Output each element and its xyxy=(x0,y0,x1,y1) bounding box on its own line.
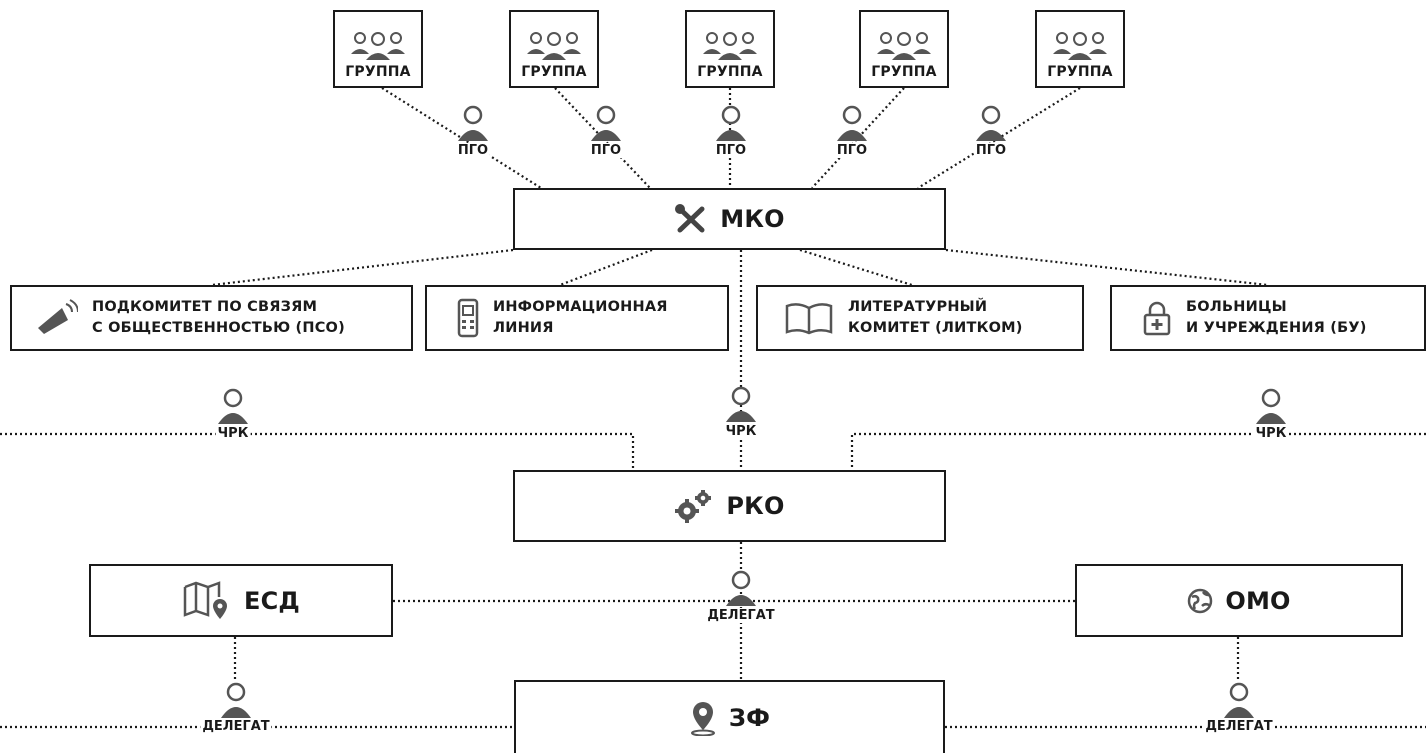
group-label: ГРУППА xyxy=(697,64,763,80)
subcommittee-line2: ЛИНИЯ xyxy=(493,320,554,336)
pgo-label: ПГО xyxy=(973,143,1009,158)
subcommittee-bu: БОЛЬНИЦЫ И УЧРЕЖДЕНИЯ (БУ) xyxy=(1110,285,1426,351)
delegate-label: ДЕЛЕГАТ xyxy=(705,608,777,623)
person-icon xyxy=(221,682,251,718)
megaphone-icon xyxy=(38,299,78,334)
omo-label: ОМО xyxy=(1225,586,1291,615)
subcommittee-litcom: ЛИТЕРАТУРНЫЙ КОМИТЕТ (ЛИТКОМ) xyxy=(756,285,1084,351)
map-icon xyxy=(183,580,227,619)
group-icon xyxy=(877,32,931,60)
pgo-label: ПГО xyxy=(588,143,624,158)
zf-label: ЗФ xyxy=(728,703,771,732)
group-box-5: ГРУППА xyxy=(1035,10,1125,88)
esd-label: ЕСД xyxy=(244,586,300,615)
group-box-1: ГРУППА xyxy=(333,10,423,88)
rko-box: РКО xyxy=(513,470,946,542)
person-icon xyxy=(837,105,867,141)
pgo-label: ПГО xyxy=(834,143,870,158)
subcommittee-pso: ПОДКОМИТЕТ ПО СВЯЗЯМ С ОБЩЕСТВЕННОСТЬЮ (… xyxy=(10,285,413,351)
person-icon xyxy=(716,105,746,141)
delegate-label: ДЕЛЕГАТ xyxy=(1203,719,1275,734)
chrk-label: ЧРК xyxy=(1253,426,1289,441)
person-icon xyxy=(976,105,1006,141)
group-box-3: ГРУППА xyxy=(685,10,775,88)
chrk-label: ЧРК xyxy=(723,424,759,439)
group-label: ГРУППА xyxy=(871,64,937,80)
phone-icon xyxy=(457,298,479,338)
tools-icon xyxy=(675,204,705,233)
group-icon xyxy=(527,32,581,60)
person-icon xyxy=(591,105,621,141)
group-box-4: ГРУППА xyxy=(859,10,949,88)
zf-box: ЗФ xyxy=(514,680,945,753)
location-pin-icon xyxy=(690,701,715,736)
subcommittee-line1: ПОДКОМИТЕТ ПО СВЯЗЯМ xyxy=(92,299,318,315)
pgo-label: ПГО xyxy=(713,143,749,158)
subcommittee-line1: ЛИТЕРАТУРНЫЙ xyxy=(848,299,988,315)
group-label: ГРУППА xyxy=(1047,64,1113,80)
person-icon xyxy=(1256,388,1286,424)
mko-label: МКО xyxy=(720,205,785,233)
mko-box: МКО xyxy=(513,188,946,250)
group-icon xyxy=(351,32,405,60)
subcommittee-line2: С ОБЩЕСТВЕННОСТЬЮ (ПСО) xyxy=(92,320,345,336)
pgo-label: ПГО xyxy=(455,143,491,158)
subcommittee-line2: И УЧРЕЖДЕНИЯ (БУ) xyxy=(1186,320,1367,336)
group-box-2: ГРУППА xyxy=(509,10,599,88)
subcommittee-line1: БОЛЬНИЦЫ xyxy=(1186,299,1287,315)
chrk-label: ЧРК xyxy=(215,426,251,441)
gears-icon xyxy=(675,490,712,523)
book-icon xyxy=(785,303,833,335)
person-icon xyxy=(726,570,756,606)
medical-lock-icon xyxy=(1143,301,1171,336)
subcommittee-info-line: ИНФОРМАЦИОННАЯ ЛИНИЯ xyxy=(425,285,729,351)
group-icon xyxy=(703,32,757,60)
subcommittee-line1: ИНФОРМАЦИОННАЯ xyxy=(493,299,668,315)
group-label: ГРУППА xyxy=(345,64,411,80)
group-icon xyxy=(1053,32,1107,60)
esd-box: ЕСД xyxy=(89,564,393,637)
person-icon xyxy=(458,105,488,141)
delegate-label: ДЕЛЕГАТ xyxy=(200,719,272,734)
rko-label: РКО xyxy=(726,492,785,520)
omo-box: ОМО xyxy=(1075,564,1403,637)
subcommittee-line2: КОМИТЕТ (ЛИТКОМ) xyxy=(848,320,1023,336)
globe-icon xyxy=(1188,588,1213,613)
group-label: ГРУППА xyxy=(521,64,587,80)
person-icon xyxy=(1224,682,1254,718)
person-icon xyxy=(726,386,756,422)
person-icon xyxy=(218,388,248,424)
